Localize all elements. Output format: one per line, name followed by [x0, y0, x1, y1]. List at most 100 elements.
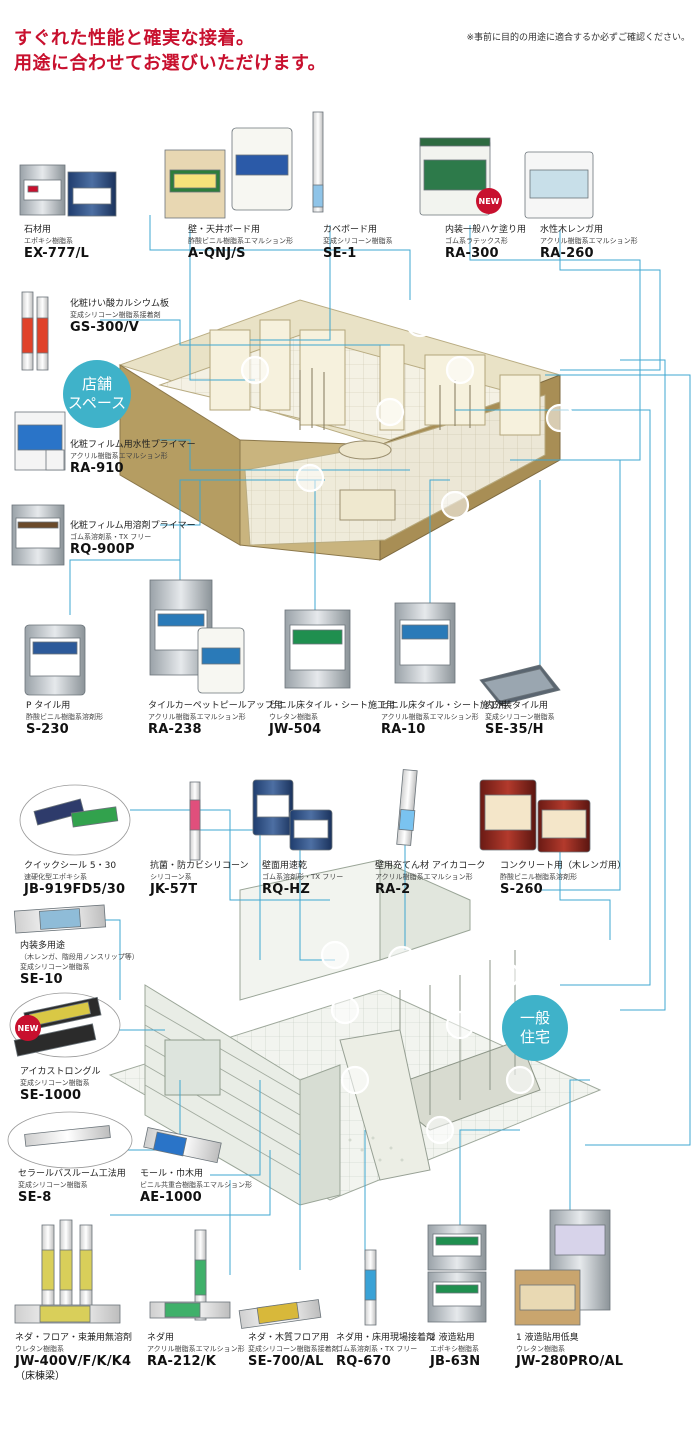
product-code: RA-260: [540, 246, 594, 261]
new-badge-se1000: NEW: [15, 1015, 41, 1041]
product-ra2[interactable]: 壁用充てん材 アイカコーク アクリル樹脂系エマルション形 RA-2: [375, 860, 485, 898]
headline-line-2: 用途に合わせてお選びいただけます。: [14, 53, 327, 74]
headline-line-1: すぐれた性能と確実な接着。: [14, 28, 255, 49]
product-ra238[interactable]: タイルカーペットピールアップ用 アクリル樹脂系エマルション形 RA-238: [148, 700, 283, 738]
product-name: カベボード用: [323, 225, 378, 235]
product-sub-2: 変成シリコーン樹脂系: [20, 963, 90, 971]
product-code: A-QNJ/S: [188, 246, 246, 261]
product-code: S-230: [26, 722, 69, 737]
product-name: 壁・天井ボード用: [188, 225, 261, 235]
product-name: アイカストロングル: [20, 1067, 101, 1077]
zone-label-house: 一般 住宅: [502, 995, 568, 1061]
product-se700[interactable]: ネダ・木質フロア用 変成シリコーン樹脂系接着剤 SE-700/AL: [248, 1332, 339, 1370]
product-ra212[interactable]: ネダ用 アクリル樹脂系エマルション形 RA-212/K: [147, 1332, 245, 1370]
product-ex777[interactable]: 石材用 エポキシ樹脂系 EX-777/L: [24, 224, 89, 262]
product-name: タイルカーペットピールアップ用: [148, 701, 283, 711]
product-code: JK-57T: [150, 882, 198, 897]
product-code: RA-212/K: [147, 1354, 217, 1369]
new-badge-ra300: NEW: [476, 188, 502, 214]
product-name: ビニル床タイル・シート施工用: [381, 701, 508, 711]
product-code: SE-35/H: [485, 722, 544, 737]
product-sub: 変成シリコーン樹脂系接着剤: [70, 311, 161, 319]
product-jk57t[interactable]: 抗菌・防カビシリコーン シリコーン系 JK-57T: [150, 860, 249, 898]
product-code: SE-700/AL: [248, 1354, 324, 1369]
product-sub: エポキシ樹脂系: [430, 1345, 479, 1353]
product-aqnj[interactable]: 壁・天井ボード用 酢酸ビニル樹脂系エマルション形 A-QNJ/S: [188, 224, 293, 262]
product-sub: アクリル樹脂系エマルション形: [381, 713, 479, 721]
product-code: SE-8: [18, 1190, 52, 1205]
notice-text: ※事前に目的の用途に適合するか必ずご確認ください。: [466, 33, 690, 43]
product-jw280[interactable]: 1 液造貼用低臭 ウレタン樹脂系 JW-280PRO/AL: [516, 1332, 623, 1370]
product-code: JW-504: [269, 722, 322, 737]
product-code: RA-2: [375, 882, 411, 897]
product-name: 内装多用途: [20, 941, 66, 951]
product-sub: アクリル樹脂系エマルション形: [148, 713, 246, 721]
zone-house-line-1: 一般: [519, 1009, 550, 1027]
product-code: SE-1: [323, 246, 357, 261]
product-code: RA-300: [445, 246, 499, 261]
product-ra910[interactable]: 化粧フィルム用水性プライマー アクリル樹脂系エマルション形 RA-910: [70, 439, 196, 477]
product-name: コンクリート用（木レンガ用）: [500, 861, 627, 871]
product-sub: ウレタン樹脂系: [15, 1345, 64, 1353]
product-sub: 変成シリコーン樹脂系接着剤: [248, 1345, 339, 1353]
product-jb919[interactable]: クイックシール 5・30 速硬化型エポキシ系 JB-919FD5/30: [24, 860, 125, 898]
product-sub: 酢酸ビニル樹脂系溶剤形: [500, 873, 577, 881]
product-gs300[interactable]: 化粧けい酸カルシウム板 変成シリコーン樹脂系接着剤 GS-300/V: [70, 298, 169, 336]
product-name: 1 液造貼用低臭: [516, 1333, 579, 1343]
product-name: 水性木レンガ用: [540, 225, 604, 235]
product-sub: 速硬化型エポキシ系: [24, 873, 87, 881]
product-sub: 変成シリコーン樹脂系: [20, 1079, 90, 1087]
product-code: RQ-670: [336, 1354, 392, 1369]
product-code: RQ-HZ: [262, 882, 311, 897]
product-code: RA-10: [381, 722, 426, 737]
product-rq670[interactable]: ネダ用・床用現場接着剤 ゴム系溶剤系・TX フリー RQ-670: [336, 1332, 435, 1370]
headline: すぐれた性能と確実な接着。 用途に合わせてお選びいただけます。: [14, 26, 326, 76]
product-jw504[interactable]: ビニル床タイル・シート施工用 ウレタン樹脂系 JW-504: [269, 700, 395, 738]
product-sub: ゴム系溶剤形・TX フリー: [262, 873, 344, 881]
product-sub: ウレタン樹脂系: [269, 713, 318, 721]
detail-circles: [240, 308, 575, 1145]
product-name: ネダ用・床用現場接着剤: [336, 1333, 436, 1343]
product-se1000[interactable]: アイカストロングル 変成シリコーン樹脂系 SE-1000: [20, 1066, 101, 1104]
product-name: セラールバスルーム工法用: [18, 1169, 126, 1179]
product-s230[interactable]: P タイル用 酢酸ビニル樹脂系溶剤形 S-230: [26, 700, 103, 738]
product-code: JW-280PRO/AL: [516, 1354, 624, 1369]
product-se35[interactable]: 内外装タイル用 変成シリコーン樹脂系 SE-35/H: [485, 700, 555, 738]
product-code: SE-10: [20, 972, 63, 987]
product-ra300[interactable]: 内装一般ハケ塗り用 ゴム系ラテックス形 RA-300: [445, 224, 526, 262]
product-sub: エポキシ樹脂系: [24, 237, 73, 245]
zone-store-line-1: 店舗: [81, 375, 112, 393]
product-code: AE-1000: [140, 1190, 202, 1205]
product-ae1000[interactable]: モール・巾木用 ビニル共重合樹脂系エマルション形 AE-1000: [140, 1168, 252, 1206]
product-sub: ビニル共重合樹脂系エマルション形: [140, 1181, 252, 1189]
product-sub: 変成シリコーン樹脂系: [323, 237, 393, 245]
product-sub: 変成シリコーン樹脂系: [485, 713, 555, 721]
product-ra10[interactable]: ビニル床タイル・シート施工用 アクリル樹脂系エマルション形 RA-10: [381, 700, 507, 738]
product-name: 化粧フィルム用溶剤プライマー: [70, 521, 196, 531]
product-rq900p[interactable]: 化粧フィルム用溶剤プライマー ゴム系溶剤系・TX フリー RQ-900P: [70, 520, 196, 558]
zone-house-line-2: 住宅: [519, 1028, 550, 1046]
product-name: ネダ・フロア・束兼用無溶剤: [15, 1333, 133, 1343]
product-ra260[interactable]: 水性木レンガ用 アクリル樹脂系エマルション形 RA-260: [540, 224, 638, 262]
product-code: GS-300/V: [70, 320, 139, 335]
product-sub: ゴム系溶剤系・TX フリー: [70, 533, 152, 541]
product-code: S-260: [500, 882, 543, 897]
product-rqhz[interactable]: 壁面用速乾 ゴム系溶剤形・TX フリー RQ-HZ: [262, 860, 343, 898]
product-se8[interactable]: セラールバスルーム工法用 変成シリコーン樹脂系 SE-8: [18, 1168, 126, 1206]
product-se10[interactable]: 内装多用途 （木レンガ、階段用ノンスリップ等） 変成シリコーン樹脂系 SE-10: [20, 940, 139, 988]
product-se1[interactable]: カベボード用 変成シリコーン樹脂系 SE-1: [323, 224, 393, 262]
product-name: 内装一般ハケ塗り用: [445, 225, 527, 235]
product-name: ビニル床タイル・シート施工用: [269, 701, 396, 711]
product-name: 壁用充てん材 アイカコーク: [375, 861, 486, 871]
product-code: EX-777/L: [24, 246, 90, 261]
product-extra: （床棟梁）: [15, 1371, 65, 1382]
product-name: ネダ・木質フロア用: [248, 1333, 330, 1343]
product-code: RA-238: [148, 722, 202, 737]
product-jw400[interactable]: ネダ・フロア・束兼用無溶剤 ウレタン樹脂系 JW-400V/F/K/K4 （床棟…: [15, 1332, 132, 1384]
product-name: ネダ用: [147, 1333, 175, 1343]
product-jb63n[interactable]: 2 液造粘用 エポキシ樹脂系 JB-63N: [430, 1332, 480, 1370]
product-sub: ゴム系溶剤系・TX フリー: [336, 1345, 418, 1353]
product-sub: ゴム系ラテックス形: [445, 237, 508, 245]
product-name: クイックシール 5・30: [24, 861, 117, 871]
product-s260[interactable]: コンクリート用（木レンガ用） 酢酸ビニル樹脂系溶剤形 S-260: [500, 860, 626, 898]
